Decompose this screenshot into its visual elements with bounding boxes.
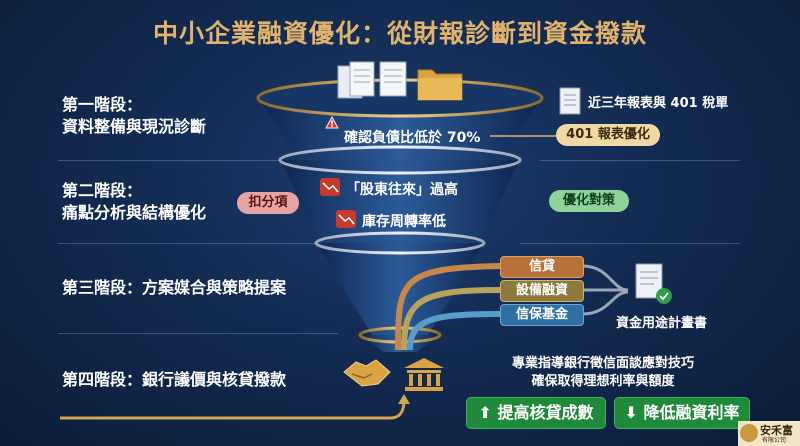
- divider: [540, 160, 740, 161]
- route-equipment-finance: 設備融資: [500, 280, 584, 302]
- flow-arrow: [407, 311, 501, 351]
- deduction-pill: 扣分項: [237, 192, 299, 214]
- flow-merge: [581, 264, 629, 292]
- svg-text:!: !: [330, 120, 334, 130]
- folder-icon: [417, 69, 463, 101]
- trend-down-icon: [320, 178, 340, 196]
- arrow-head: [398, 394, 410, 404]
- stage-1-label: 第一階段： 資料整備與現況診斷: [62, 94, 206, 138]
- funnel-rim-3: [314, 231, 486, 255]
- divider: [58, 243, 328, 244]
- raise-approval-ratio-badge: ⬆ 提高核貸成數: [466, 397, 606, 429]
- stage-2-label: 第二階段： 痛點分析與結構優化: [62, 180, 206, 224]
- funding-plan-label: 資金用途計畫書: [616, 316, 708, 331]
- route-guarantee-fund: 信保基金: [500, 304, 584, 326]
- divider: [58, 160, 358, 161]
- countermeasure-pill: 優化對策: [549, 190, 629, 212]
- handshake-icon: [343, 359, 391, 387]
- flow-merge: [581, 290, 629, 316]
- stage-3-title: 第三階段：方案媒合與策略提案: [62, 278, 287, 297]
- issue-shareholder: 「股東往來」過高: [346, 182, 458, 198]
- warning-icon: !: [325, 115, 339, 130]
- bank-icon: [404, 358, 444, 391]
- stage-1-subtitle: 資料整備與現況診斷: [62, 117, 207, 136]
- lower-rate-label: 降低融資利率: [643, 403, 740, 422]
- stage-4-title: 第四階段：銀行議價與核貸撥款: [62, 370, 287, 389]
- page-title: 中小企業融資優化：從財報診斷到資金撥款: [152, 19, 647, 48]
- tax-document-note: 近三年報表與 401 稅單: [588, 96, 729, 111]
- company-logo: 安禾富 有限公司: [738, 421, 800, 446]
- stage-4-label: 第四階段：銀行議價與核貸撥款: [62, 369, 286, 391]
- progress-arrow: [60, 399, 406, 420]
- logo-sub: 有限公司: [762, 437, 787, 444]
- flow-arrow: [395, 263, 501, 351]
- logo-name: 安禾富: [760, 424, 793, 437]
- plan-document-icon: [635, 263, 672, 304]
- flow-arrow: [401, 287, 501, 351]
- arrow-down-icon: ⬇: [624, 403, 644, 422]
- issue-inventory: 庫存周轉率低: [362, 214, 446, 230]
- stage-3-label: 第三階段：方案媒合與策略提案: [62, 277, 286, 299]
- funnel-tier-3: [316, 243, 484, 335]
- arrow-up-icon: ⬆: [478, 403, 498, 422]
- stage-2-title: 第二階段：: [62, 181, 143, 200]
- funnel-rim-2: [278, 145, 522, 175]
- raise-approval-ratio-label: 提高核貸成數: [497, 403, 594, 422]
- route-credit-loan: 信貸: [500, 256, 584, 278]
- divider: [58, 333, 338, 334]
- lower-rate-badge: ⬇ 降低融資利率: [614, 397, 750, 429]
- stage-2-subtitle: 痛點分析與結構優化: [62, 203, 207, 222]
- coaching-note-line1: 專業指導銀行徵信面談應對技巧: [511, 356, 694, 371]
- logo-mark-icon: [740, 424, 758, 442]
- stage-1-title: 第一階段：: [62, 95, 143, 114]
- divider: [520, 243, 740, 244]
- tax-document-icon: [559, 87, 581, 115]
- report-optimize-pill: 401 報表優化: [556, 124, 660, 146]
- coaching-note-line2: 確保取得理想利率與額度: [531, 374, 675, 389]
- trend-down-icon: [336, 210, 356, 228]
- debt-ratio-warning: 確認負債比低於 70%: [344, 130, 481, 146]
- documents-icon: [337, 61, 407, 99]
